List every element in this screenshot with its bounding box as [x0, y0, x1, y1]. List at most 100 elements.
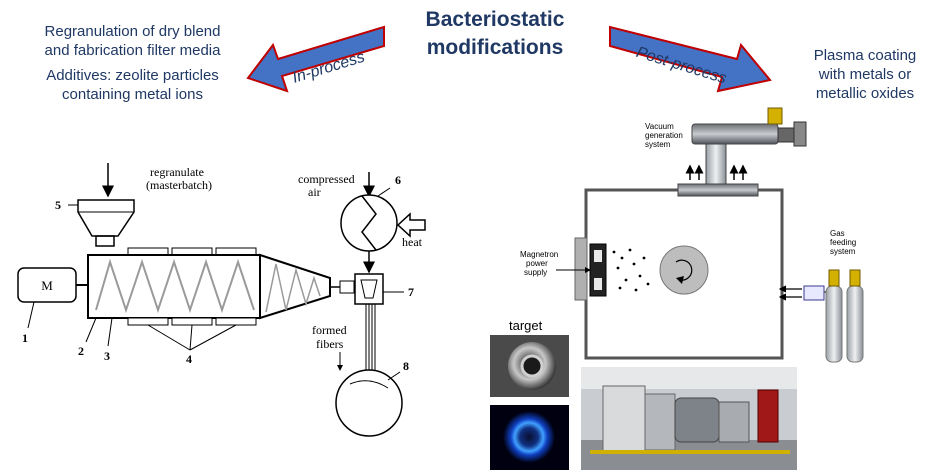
leader-6	[377, 187, 391, 197]
leader-2	[85, 317, 97, 343]
label-1: 1	[22, 331, 28, 345]
label-5: 5	[55, 198, 61, 212]
heater-top-1	[127, 247, 169, 256]
label-7: 7	[408, 285, 414, 299]
left-line-1: Regranulation of dry blend	[44, 23, 221, 40]
machine-ceiling	[581, 367, 797, 389]
heater-top-2	[171, 247, 213, 256]
particle	[646, 282, 650, 286]
plasma-glow-photo	[490, 405, 569, 470]
collector-drum	[335, 369, 403, 437]
post-process-arrow-shape	[609, 25, 772, 93]
magnetron-mount	[574, 237, 588, 301]
right-line-2: with metals or	[818, 66, 912, 83]
label-4: 4	[186, 352, 192, 366]
air-label: air	[308, 185, 321, 199]
extruder-diagram: regranulate (masterbatch) 5	[17, 163, 426, 437]
left-line-4: containing metal ions	[62, 86, 203, 103]
vacuum-label-3: system	[645, 140, 671, 149]
gas-cylinder-2	[846, 285, 864, 363]
vacuum-flange	[677, 183, 759, 197]
in-process-description: Regranulation of dry blend and fabricati…	[10, 22, 255, 104]
leader-4a	[147, 324, 191, 351]
magnetron-label-3: supply	[524, 268, 547, 277]
particle	[642, 256, 646, 260]
magnetron-label-2: power	[526, 259, 548, 268]
substrate-holder	[659, 245, 709, 295]
right-line-1: Plasma coating	[813, 47, 917, 64]
gas-cylinder-1	[825, 285, 843, 363]
gas-regulator-2	[849, 269, 861, 287]
label-8: 8	[403, 359, 409, 373]
particle	[634, 288, 638, 292]
heater-bottom-1	[127, 317, 169, 326]
magnet-1	[594, 250, 602, 262]
leader-4b	[189, 324, 193, 351]
heater-bottom-2	[171, 317, 213, 326]
particle	[616, 266, 620, 270]
vacuum-label-2: generation	[645, 131, 683, 140]
particle	[632, 262, 636, 266]
leader-8	[387, 371, 401, 381]
plasma-chamber-diagram: Vacuum generation system Magnetron power…	[520, 107, 864, 363]
plasma-particles	[612, 248, 650, 292]
formed-label: formed	[312, 323, 347, 337]
extruder-cone	[259, 253, 331, 320]
leader-1	[27, 301, 35, 329]
machine-cabinet-2	[644, 393, 676, 451]
cone-screw	[265, 263, 321, 313]
vacuum-pump-cap	[793, 121, 807, 147]
extruder-screw	[95, 258, 255, 314]
target-photo	[490, 335, 569, 397]
particle	[612, 250, 616, 254]
leader-3	[107, 317, 113, 347]
compressed-label: compressed	[298, 172, 355, 186]
floor-stripe	[590, 450, 790, 454]
label-3: 3	[104, 349, 110, 363]
main-title: Bacteriostatic modifications	[395, 6, 595, 62]
gas-label-1: Gas	[830, 229, 845, 238]
heater-bottom-3	[215, 317, 257, 326]
gas-label-2: feeding	[830, 238, 856, 247]
label-2: 2	[78, 344, 84, 358]
vacuum-label-1: Vacuum	[645, 122, 674, 131]
regranulate-label: regranulate	[150, 165, 204, 179]
left-line-3: Additives: zeolite particles	[46, 67, 219, 84]
masterbatch-label: (masterbatch)	[146, 178, 212, 192]
vacuum-chamber-photo	[674, 397, 720, 443]
leader-4c	[189, 324, 237, 351]
plasma-glow-ring	[503, 411, 555, 463]
gas-manifold	[803, 285, 825, 301]
motor-label: M	[41, 278, 53, 293]
post-process-description: Plasma coating with metals or metallic o…	[790, 46, 940, 103]
magnetron-label-1: Magnetron	[520, 250, 558, 259]
label-6: 6	[395, 173, 401, 187]
right-line-3: metallic oxides	[815, 85, 915, 102]
spinneret-nozzle	[360, 279, 378, 299]
rotation-indicator-icon	[675, 259, 693, 281]
heater-coil	[361, 195, 377, 251]
collector-highlight	[349, 380, 389, 389]
coating-machine-photo	[581, 367, 797, 470]
vacuum-pump-end	[777, 127, 795, 143]
vacuum-pump-body	[691, 123, 779, 145]
machine-side-unit	[718, 401, 750, 443]
target-center	[520, 354, 544, 378]
magnet-2	[594, 278, 602, 290]
left-line-2: and fabrication filter media	[44, 42, 221, 59]
gas-label-3: system	[830, 247, 856, 256]
in-process-arrow-shape	[246, 25, 385, 93]
particle	[624, 278, 628, 282]
red-cabinet	[757, 389, 779, 443]
gas-regulator-1	[828, 269, 840, 287]
particle	[618, 286, 622, 290]
target-label: target	[509, 318, 543, 333]
hopper	[77, 199, 135, 237]
heat-arrow	[396, 212, 426, 238]
particle	[620, 256, 624, 260]
particle	[638, 274, 642, 278]
control-cabinet	[602, 385, 646, 453]
heater-top-3	[215, 247, 257, 256]
